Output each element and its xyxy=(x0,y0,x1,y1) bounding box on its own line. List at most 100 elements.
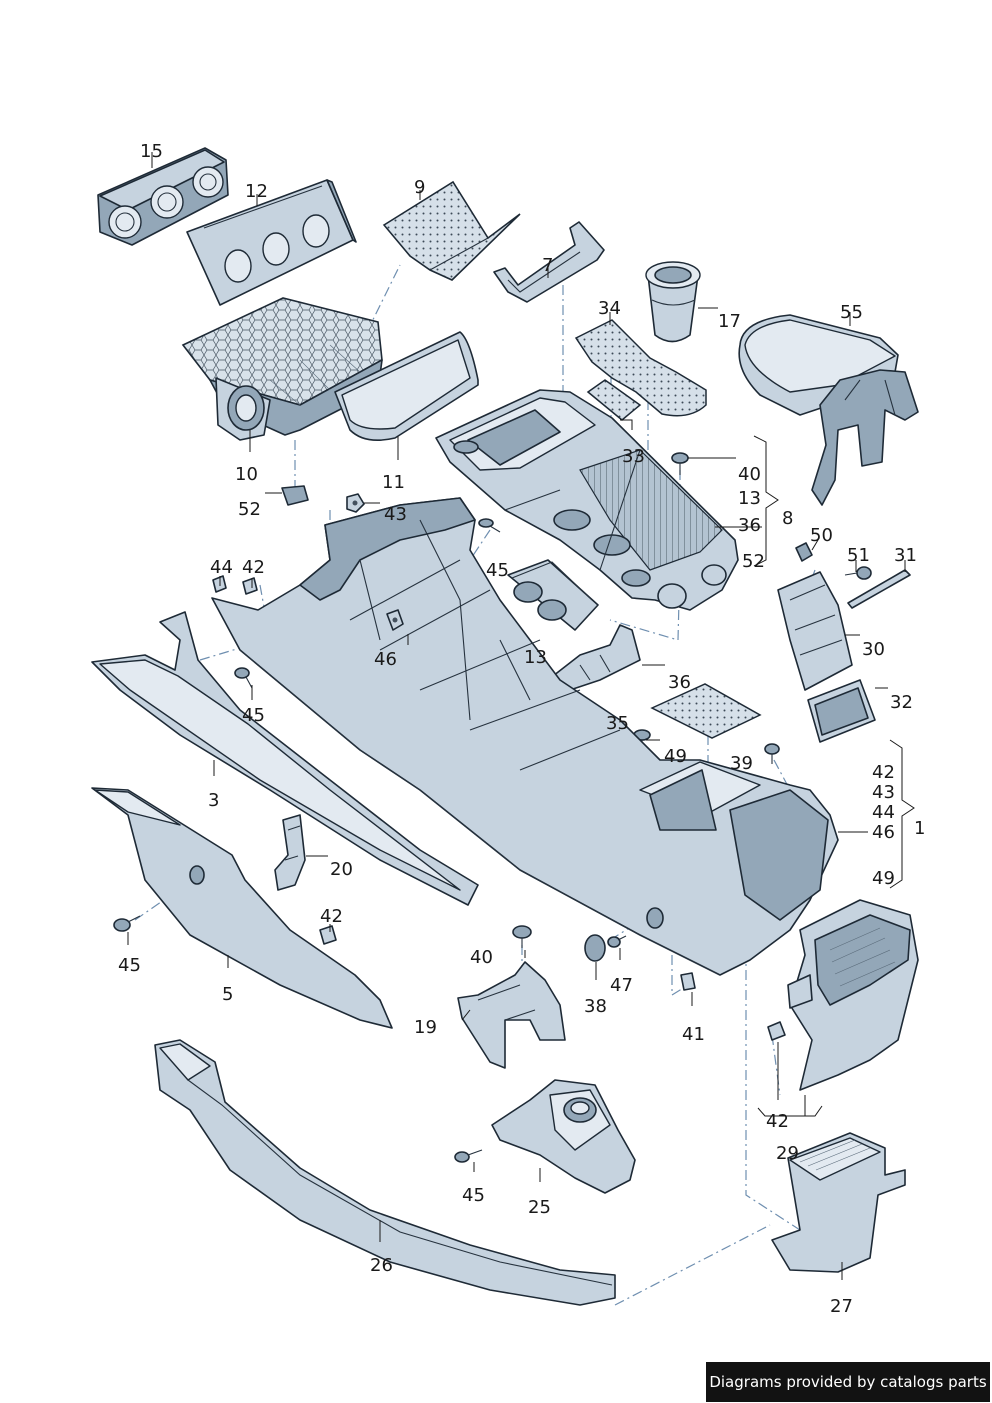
callout-17: 17 xyxy=(718,311,741,332)
part-38-cap xyxy=(584,934,606,962)
part-30-bracket xyxy=(777,571,853,691)
callout-42-right: 42 xyxy=(872,762,895,783)
leader-lines xyxy=(127,152,915,1280)
callout-5: 5 xyxy=(222,984,233,1005)
part-52-clip-upper xyxy=(281,485,309,506)
part-34-mat xyxy=(574,319,707,417)
part-17-cup-insert xyxy=(645,261,701,343)
part-45-screw-c xyxy=(113,915,141,932)
part-43-clip xyxy=(346,493,365,513)
callout-46-left: 46 xyxy=(374,649,397,670)
callout-40-lower: 40 xyxy=(470,947,493,968)
callout-45-cupholder: 45 xyxy=(486,560,509,581)
callout-7: 7 xyxy=(542,255,553,276)
part-45-screw-d xyxy=(454,1149,483,1163)
part-41-clip xyxy=(680,972,696,991)
callout-49-upper: 49 xyxy=(664,746,687,767)
callout-25: 25 xyxy=(528,1197,551,1218)
callout-10: 10 xyxy=(235,464,258,485)
callout-43-upper: 43 xyxy=(384,504,407,525)
part-20-bracket xyxy=(274,814,306,891)
part-39-screw xyxy=(764,743,780,764)
callout-31: 31 xyxy=(894,545,917,566)
callout-55: 55 xyxy=(840,302,863,323)
part-50-clip xyxy=(795,542,813,562)
part-5-lower-trim xyxy=(91,787,393,1029)
callout-12: 12 xyxy=(245,181,268,202)
part-47-screw xyxy=(607,935,627,948)
callout-32: 32 xyxy=(890,692,913,713)
callout-43-right: 43 xyxy=(872,782,895,803)
callout-40-upper: 40 xyxy=(738,464,761,485)
part-42-clip-a xyxy=(242,577,258,595)
callout-42-lower: 42 xyxy=(320,906,343,927)
part-36-bracket xyxy=(552,624,641,691)
part-40-screw-lower xyxy=(512,925,532,948)
part-51-screw xyxy=(844,566,872,580)
part-42-clip-b xyxy=(319,925,337,945)
part-7-handle xyxy=(493,221,605,303)
callout-41: 41 xyxy=(682,1024,705,1045)
part-19-bracket xyxy=(457,961,566,1069)
callout-45-side: 45 xyxy=(242,705,265,726)
callout-42-left: 42 xyxy=(242,557,265,578)
part-29-rear-vent xyxy=(787,899,919,1091)
part-33-small-mat xyxy=(586,379,642,421)
part-3-side-trim xyxy=(91,611,479,906)
part-1-main-console xyxy=(211,497,839,976)
callout-8: 8 xyxy=(782,508,793,529)
part-26-long-duct xyxy=(154,1039,616,1306)
callout-49-lower: 49 xyxy=(872,868,895,889)
part-25-gear-housing xyxy=(491,1079,636,1194)
callout-42-rear: 42 xyxy=(766,1111,789,1132)
callout-34: 34 xyxy=(598,298,621,319)
part-15-climate-control xyxy=(97,147,229,246)
part-42-clip-c xyxy=(767,1021,786,1041)
callout-46-right: 46 xyxy=(872,822,895,843)
callout-50: 50 xyxy=(810,525,833,546)
part-45-cup-holder xyxy=(507,559,599,631)
callout-13-lower: 13 xyxy=(524,647,547,668)
callout-35: 35 xyxy=(606,713,629,734)
callout-36-upper: 36 xyxy=(738,515,761,536)
callout-1: 1 xyxy=(914,818,925,839)
callout-44-right: 44 xyxy=(872,802,895,823)
callout-13-upper: 13 xyxy=(738,488,761,509)
callout-11: 11 xyxy=(382,472,405,493)
callout-labels: 15 12 9 7 34 17 55 10 11 33 40 13 8 36 5… xyxy=(118,141,925,1317)
part-35-mat xyxy=(650,683,762,739)
part-10-vent-module xyxy=(181,297,383,441)
callout-3: 3 xyxy=(208,790,219,811)
part-13-upper-console xyxy=(435,389,739,611)
callout-51: 51 xyxy=(847,545,870,566)
callout-9: 9 xyxy=(414,177,425,198)
callout-45-lower: 45 xyxy=(118,955,141,976)
callout-44-left: 44 xyxy=(210,557,233,578)
part-40-screw-upper xyxy=(671,452,689,475)
callout-47: 47 xyxy=(610,975,633,996)
callout-52-left: 52 xyxy=(238,499,261,520)
callout-30: 30 xyxy=(862,639,885,660)
part-45-screw-b xyxy=(234,667,253,689)
callout-33: 33 xyxy=(622,446,645,467)
part-27-air-duct xyxy=(771,1132,906,1273)
part-9-storage-mat xyxy=(382,180,521,281)
callout-36-lower: 36 xyxy=(668,672,691,693)
callout-27: 27 xyxy=(830,1296,853,1317)
callout-26: 26 xyxy=(370,1255,393,1276)
callout-39: 39 xyxy=(730,753,753,774)
part-46-clip xyxy=(386,609,404,631)
callout-52-right: 52 xyxy=(742,551,765,572)
part-55-armrest xyxy=(738,314,919,506)
part-32-tray xyxy=(807,679,876,743)
callout-15: 15 xyxy=(140,141,163,162)
callout-29: 29 xyxy=(776,1143,799,1164)
part-12-trim-panel xyxy=(186,179,357,306)
part-11-cover xyxy=(334,331,479,441)
callout-38: 38 xyxy=(584,996,607,1017)
callout-45-gear: 45 xyxy=(462,1185,485,1206)
part-31-strip xyxy=(847,569,911,609)
part-45-screw-a xyxy=(478,518,501,533)
callout-20: 20 xyxy=(330,859,353,880)
credit-banner: Diagrams provided by catalogs parts xyxy=(706,1362,990,1402)
